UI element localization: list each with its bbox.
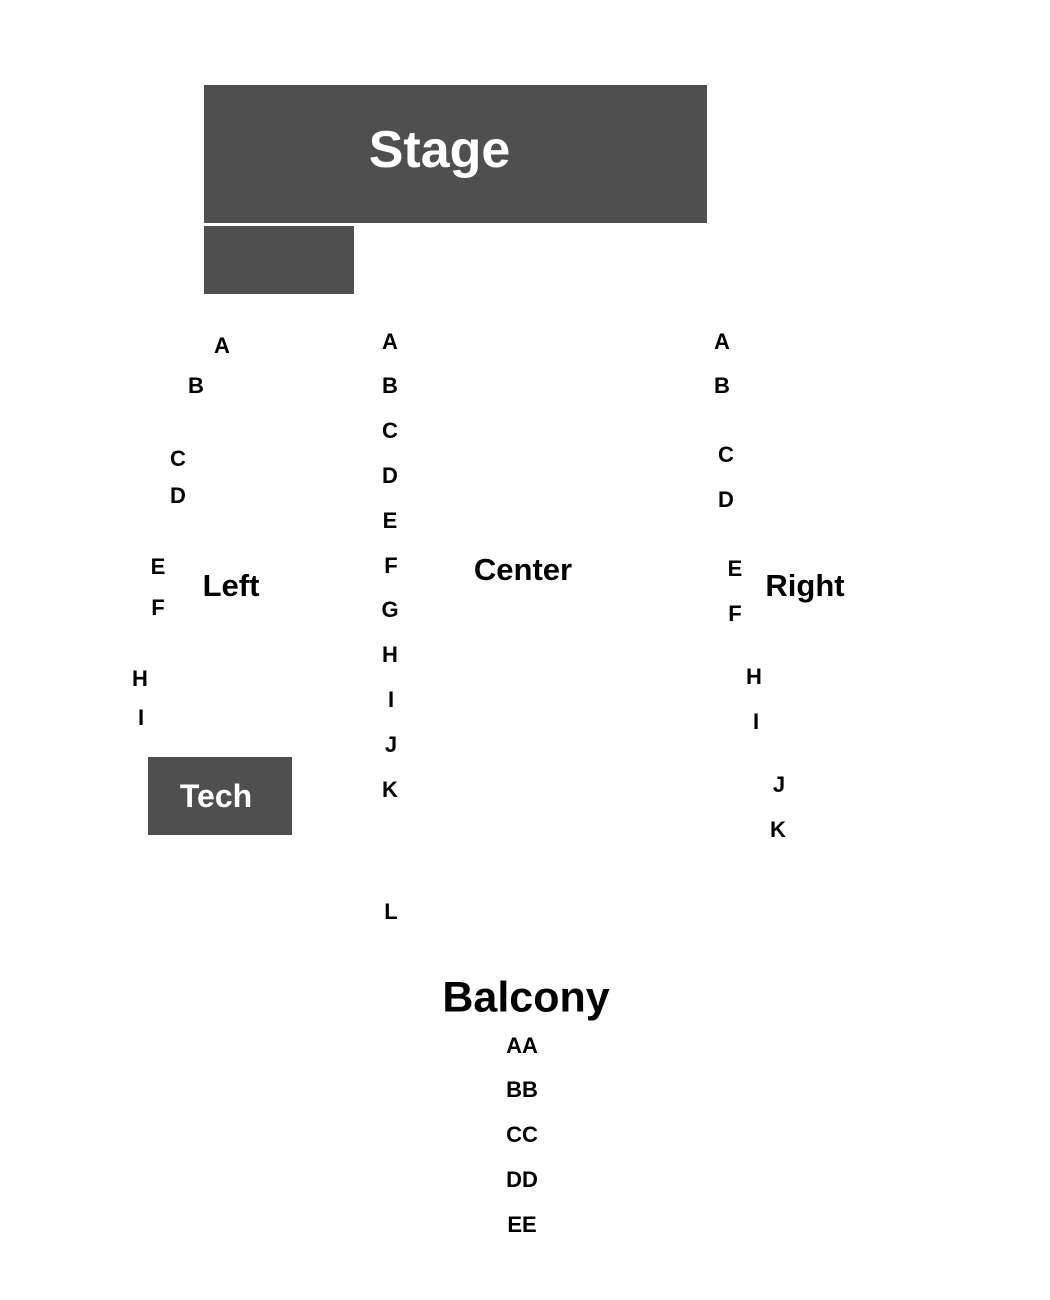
left-row-label: I bbox=[137, 705, 145, 730]
right-row-label: B bbox=[714, 373, 730, 398]
balcony-row-label: CC bbox=[506, 1122, 538, 1147]
section-label-left: Left bbox=[202, 568, 260, 603]
tech-booth: Tech bbox=[148, 757, 292, 835]
right-row-label: A bbox=[714, 329, 730, 354]
stage-block: Stage bbox=[204, 85, 707, 223]
center-row-label: J bbox=[384, 732, 398, 757]
center-row-label: L bbox=[384, 899, 398, 924]
balcony-row-label: EE bbox=[507, 1212, 537, 1237]
stage-extension-block bbox=[204, 226, 354, 294]
left-row-label: F bbox=[151, 595, 165, 620]
center-row-label: E bbox=[382, 508, 398, 533]
right-row-label: D bbox=[718, 487, 734, 512]
center-row-label: F bbox=[384, 553, 398, 578]
right-row-label: C bbox=[718, 442, 734, 467]
center-row-label: B bbox=[382, 373, 398, 398]
left-row-label: A bbox=[214, 333, 230, 358]
center-row-label: H bbox=[382, 642, 398, 667]
center-row-label: K bbox=[382, 777, 398, 802]
section-label-center: Center bbox=[473, 552, 573, 587]
right-row-label: K bbox=[770, 817, 786, 842]
left-row-label: D bbox=[170, 483, 186, 508]
section-label-right: Right bbox=[765, 568, 845, 603]
balcony-row-label: BB bbox=[506, 1077, 538, 1102]
left-row-label: B bbox=[188, 373, 204, 398]
stage-label: Stage bbox=[368, 121, 511, 179]
left-row-label: H bbox=[132, 666, 148, 691]
right-row-label: F bbox=[728, 601, 742, 626]
balcony-row-label: DD bbox=[506, 1167, 538, 1192]
center-row-label: D bbox=[382, 463, 398, 488]
left-row-label: C bbox=[170, 446, 186, 471]
right-row-label: J bbox=[772, 772, 786, 797]
center-row-label: C bbox=[382, 418, 398, 443]
right-row-label: I bbox=[752, 709, 760, 734]
center-row-label: G bbox=[381, 597, 399, 622]
balcony-row-label: AA bbox=[506, 1033, 538, 1058]
center-row-label: A bbox=[382, 329, 398, 354]
center-row-label: I bbox=[387, 687, 395, 712]
tech-label: Tech bbox=[179, 777, 253, 814]
section-label-balcony: Balcony bbox=[442, 973, 610, 1022]
left-row-label: E bbox=[150, 554, 166, 579]
right-row-label: E bbox=[727, 556, 743, 581]
right-row-label: H bbox=[746, 664, 762, 689]
